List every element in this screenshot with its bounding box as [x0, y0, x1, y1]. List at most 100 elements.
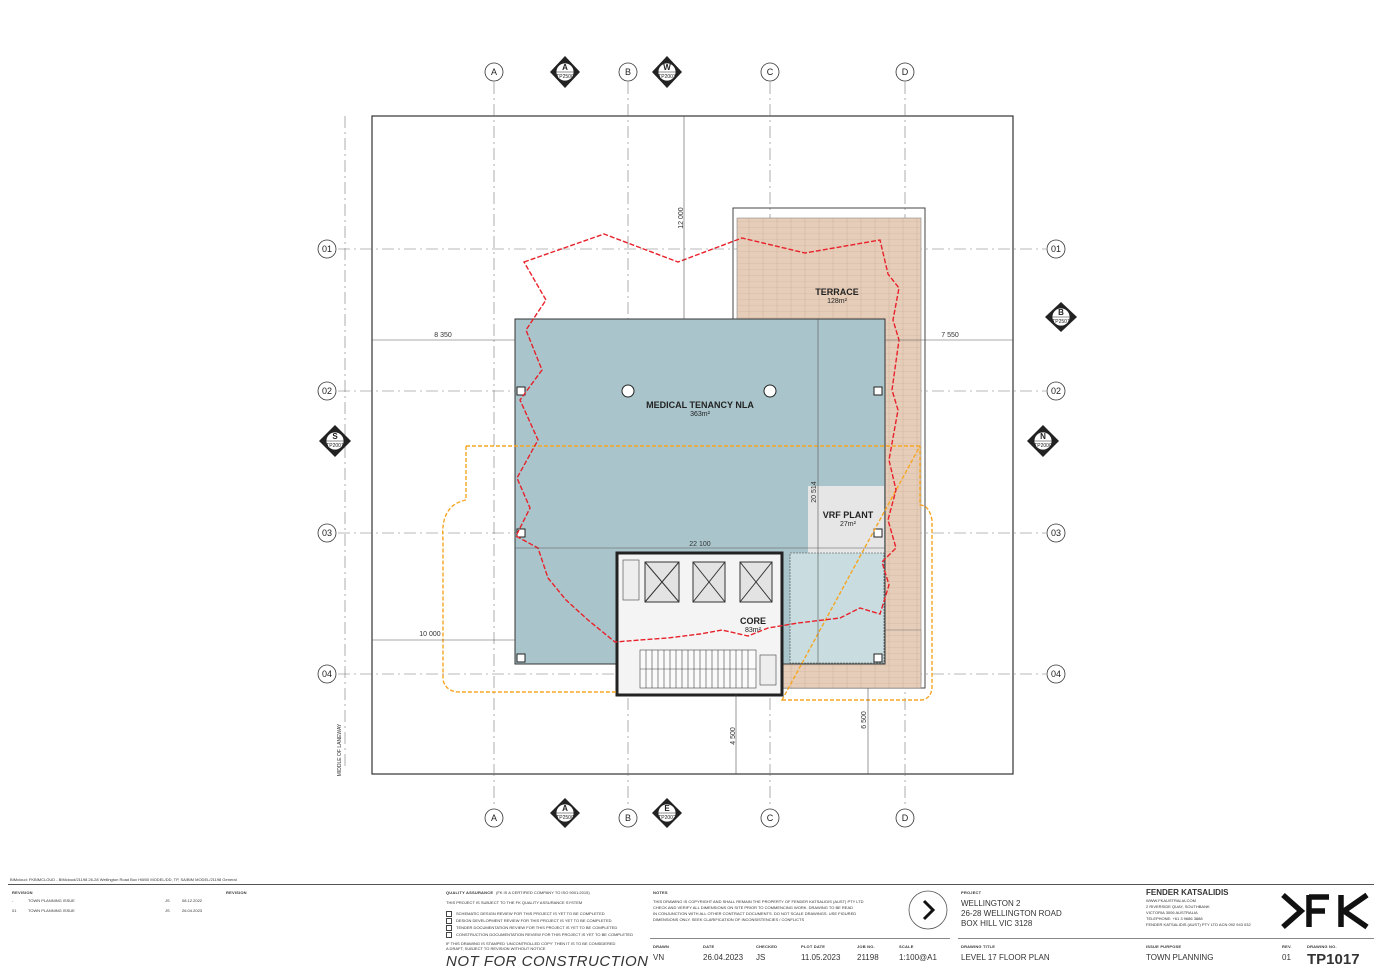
svg-text:TP2501: TP2501 [1052, 319, 1070, 325]
grid-label-bottom-d: D [902, 813, 909, 823]
lift-cars [644, 561, 773, 603]
vrf-plant-name: VRF PLANT [823, 510, 874, 520]
grid-bubble-top-b [618, 62, 638, 82]
dim-8350: 8 350 [434, 332, 452, 339]
svg-text:TP2002: TP2002 [658, 815, 676, 821]
terrace-area-label: 128m² [827, 298, 848, 305]
drawing-number: TP1017 [1307, 951, 1360, 968]
qa-item[interactable]: CONSTRUCTION DOCUMENTATION REVIEW FOR TH… [446, 932, 633, 938]
qa-header: QUALITY ASSURANCE [446, 890, 494, 895]
grid-bubble-bottom-b [618, 808, 638, 828]
notes-line: DIMENSIONS ONLY. SEEK CLARIFICATION OF I… [653, 917, 805, 922]
qa-item[interactable]: DESIGN DEVELOPMENT REVIEW FOR THIS PROJE… [446, 918, 612, 924]
svg-text:A: A [562, 63, 568, 72]
grid-bubble-right-02 [1046, 381, 1066, 401]
checked-value: JS [756, 953, 766, 962]
dimension-lines [372, 116, 1013, 774]
project-line: BOX HILL VIC 3128 [961, 919, 1033, 928]
dim-20514: 20 514 [811, 481, 818, 503]
dim-10000: 10 000 [419, 631, 441, 638]
stair [622, 559, 777, 689]
core-name: CORE [740, 616, 766, 626]
grid-label-bottom-c: C [767, 813, 774, 823]
section-marker-right-b[interactable]: B TP2501 [1045, 302, 1077, 332]
grid-label-right-02: 02 [1051, 386, 1061, 396]
firm-line: TELEPHONE: +61 3 9686 3888 [1146, 916, 1203, 921]
columns [516, 384, 883, 663]
dim-12000: 12 000 [678, 207, 685, 229]
grid-label-top-b: B [625, 67, 631, 77]
qa-item[interactable]: SCHEMATIC DESIGN REVIEW FOR THIS PROJECT… [446, 911, 605, 917]
grid-bubble-left-04 [317, 664, 337, 684]
notes-header: NOTES [653, 890, 668, 895]
notes-line: IN CONJUNCTION WITH ALL OTHER CONTRACT D… [653, 911, 857, 916]
grid-label-left-01: 01 [322, 244, 332, 254]
date-header: DATE [703, 944, 715, 949]
date-value: 26.04.2023 [703, 953, 744, 962]
grid-label-top-c: C [767, 67, 774, 77]
plot-date-header: PLOT DATE [801, 944, 826, 949]
fk-logo-icon [1281, 892, 1369, 930]
issue-purpose: TOWN PLANNING [1146, 953, 1214, 962]
svg-text:S: S [332, 432, 338, 441]
svg-text:B: B [1058, 308, 1064, 317]
dim-6500: 6 500 [861, 711, 868, 729]
revision-header-2: REVISION [226, 890, 247, 895]
drawing-title: LEVEL 17 FLOOR PLAN [961, 953, 1050, 962]
scale-header: SCALE [899, 944, 914, 949]
file-path: BIMcloud: FKBIMCLOUD - BIMcloud/21198 26… [10, 877, 237, 882]
project-header: PROJECT [961, 890, 982, 895]
grid-label-right-01: 01 [1051, 244, 1061, 254]
grid-bubble-bottom-d [895, 808, 915, 828]
grid-bubble-bottom-c [760, 808, 780, 828]
medical-tenancy-name: MEDICAL TENANCY NLA [646, 400, 754, 410]
drawing-no-header: DRAWING NO. [1307, 944, 1337, 949]
grid-bubble-right-03 [1046, 523, 1066, 543]
medical-tenancy-area-label: 363m² [690, 411, 711, 418]
core-area-label: 83m² [745, 627, 762, 634]
qa-line: THIS PROJECT IS SUBJECT TO THE FK QUALIT… [446, 900, 583, 905]
grid-bubble-bottom-a [484, 808, 504, 828]
elevation-marker-bottom-e[interactable]: E TP2002 [652, 798, 682, 828]
terrace-name: TERRACE [815, 287, 859, 297]
section-marker-bottom-a[interactable]: A TP2500 [550, 798, 580, 828]
qa-item[interactable]: TENDER DOCUMENTATION REVIEW FOR THIS PRO… [446, 925, 617, 931]
grid-label-left-02: 02 [322, 386, 332, 396]
svg-text:TP2001: TP2001 [326, 443, 344, 449]
section-marker-top-a[interactable]: A TP2500 [550, 56, 580, 88]
grid-bubble-top-a [484, 62, 504, 82]
qa-note: (FK IS A CERTIFIED COMPANY TO ISO 9001:2… [496, 890, 590, 895]
job-no-value: 21198 [857, 953, 879, 962]
not-for-construction-stamp: NOT FOR CONSTRUCTION [446, 953, 649, 970]
elevation-marker-left-s[interactable]: S TP2001 [319, 425, 351, 457]
red-dashed-outline [515, 233, 900, 643]
notes-line: CHECK AND VERIFY ALL DIMENSIONS ON SITE … [653, 905, 854, 910]
grid-label-bottom-a: A [491, 813, 497, 823]
project-line: WELLINGTON 2 [961, 899, 1021, 908]
middle-of-laneway-label: MIDDLE OF LANEWAY [337, 723, 343, 776]
north-arrow-icon [908, 890, 948, 930]
rev-header: REV. [1282, 944, 1292, 949]
drawn-value: VN [653, 953, 665, 962]
grid-label-top-a: A [491, 67, 497, 77]
elevation-marker-right-n[interactable]: N TP2000 [1027, 425, 1059, 457]
drawn-header: DRAWN [653, 944, 670, 949]
checked-header: CHECKED [756, 944, 778, 949]
svg-text:E: E [664, 804, 670, 813]
floor-plan-drawing: 12 000 8 350 7 550 22 100 20 514 10 000 … [317, 56, 1077, 828]
dim-7550: 7 550 [941, 332, 959, 339]
grid-bubble-top-d [895, 62, 915, 82]
firm-line: WWW.FKAUSTRALIA.COM [1146, 898, 1196, 903]
grid-label-left-04: 04 [322, 669, 332, 679]
grid-bubble-left-01 [317, 239, 337, 259]
vrf-plant-area-label: 27m² [840, 521, 857, 528]
elevation-marker-top-w[interactable]: W TP2003 [652, 56, 682, 88]
grid-label-bottom-b: B [625, 813, 631, 823]
grid-bubble-left-03 [317, 523, 337, 543]
svg-text:W: W [663, 63, 671, 72]
amenities-area [789, 552, 885, 664]
qa-footer: IF THIS DRAWING IS STAMPED 'UNCONTROLLED… [446, 941, 616, 951]
grid-bubble-right-04 [1046, 664, 1066, 684]
revision-header: REVISION [12, 890, 33, 895]
firm-line: 2 RIVERSIDE QUAY, SOUTHBANK [1146, 904, 1210, 909]
